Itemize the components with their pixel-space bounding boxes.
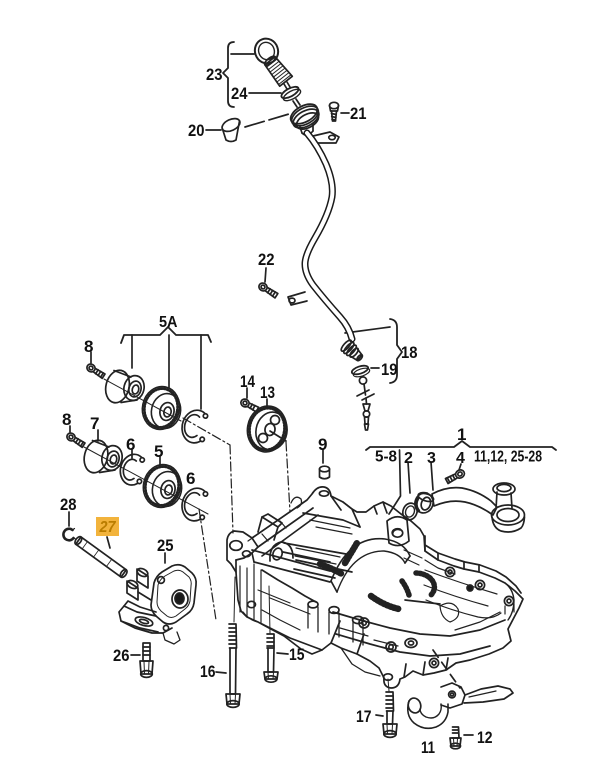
svg-text:17: 17 (356, 707, 372, 726)
svg-text:5A: 5A (159, 314, 178, 331)
svg-text:24: 24 (231, 84, 248, 103)
svg-text:18: 18 (401, 343, 418, 362)
svg-text:27: 27 (99, 519, 117, 536)
svg-text:19: 19 (381, 360, 398, 379)
svg-text:4: 4 (456, 450, 465, 467)
svg-text:3: 3 (427, 450, 436, 467)
svg-text:11,12, 25-28: 11,12, 25-28 (474, 449, 542, 466)
svg-text:22: 22 (258, 250, 275, 269)
svg-text:23: 23 (206, 65, 223, 84)
svg-text:12: 12 (477, 728, 493, 747)
svg-text:5-8: 5-8 (375, 449, 397, 466)
svg-text:26: 26 (113, 646, 130, 665)
svg-text:28: 28 (60, 495, 77, 514)
svg-text:6: 6 (126, 435, 135, 454)
svg-text:8: 8 (84, 337, 93, 356)
svg-text:7: 7 (90, 414, 99, 433)
svg-text:1: 1 (457, 425, 466, 444)
svg-text:20: 20 (188, 121, 205, 140)
svg-text:6: 6 (186, 469, 195, 488)
svg-text:14: 14 (240, 372, 255, 391)
svg-text:21: 21 (350, 104, 367, 123)
svg-text:8: 8 (62, 410, 71, 429)
svg-text:11: 11 (421, 738, 435, 757)
svg-text:16: 16 (200, 662, 216, 681)
svg-text:25: 25 (157, 536, 174, 555)
svg-text:13: 13 (260, 383, 275, 402)
svg-text:15: 15 (289, 645, 305, 664)
svg-text:2: 2 (404, 450, 413, 467)
svg-text:9: 9 (318, 435, 327, 454)
svg-text:5: 5 (154, 442, 163, 461)
